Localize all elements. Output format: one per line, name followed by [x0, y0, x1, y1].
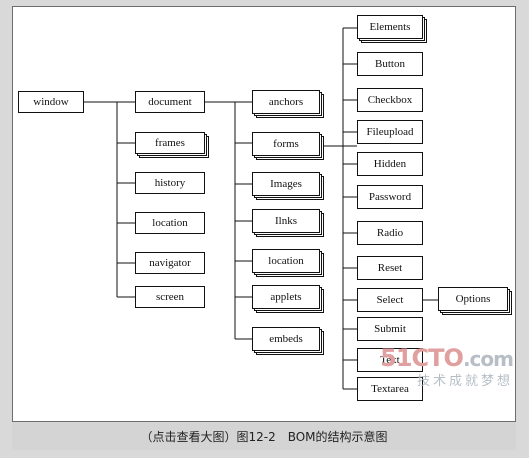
connector-lines [84, 27, 438, 390]
site-watermark: 51CTO.com 技术成就梦想 [380, 344, 514, 389]
node-screen: screen [135, 286, 205, 308]
node-frames: frames [135, 132, 205, 154]
node-images: Images [252, 172, 320, 196]
node-elements: Elements [357, 15, 423, 39]
node-reset: Reset [357, 256, 423, 280]
node-text: Text [357, 348, 423, 372]
node-links: Ilnks [252, 209, 320, 233]
node-hidden: Hidden [357, 152, 423, 176]
watermark-logo-domain: .com [462, 347, 514, 371]
node-textarea: Textarea [357, 377, 423, 401]
bom-structure-diagram: window document frames history location … [12, 6, 516, 419]
watermark-tagline: 技术成就梦想 [416, 374, 513, 389]
node-embeds: embeds [252, 327, 320, 351]
node-window: window [18, 91, 84, 113]
node-radio: Radio [357, 221, 423, 245]
watermark-logo-main: 51CTO [380, 344, 464, 372]
node-doc-location: location [252, 249, 320, 273]
node-applets: applets [252, 285, 320, 309]
node-fileupload: Fileupload [357, 120, 423, 144]
node-forms: forms [252, 132, 320, 156]
node-anchors: anchors [252, 90, 320, 114]
node-history: history [135, 172, 205, 194]
node-password: Password [357, 185, 423, 209]
node-checkbox: Checkbox [357, 88, 423, 112]
node-options: Options [438, 287, 508, 311]
node-navigator: navigator [135, 252, 205, 274]
node-location: location [135, 212, 205, 234]
node-submit: Submit [357, 317, 423, 341]
watermark-logo: 51CTO.com [380, 344, 514, 372]
node-button: Button [357, 52, 423, 76]
node-document: document [135, 91, 205, 113]
figure-caption: （点击查看大图）图12-2 BOM的结构示意图 [12, 421, 516, 450]
node-select: Select [357, 288, 423, 312]
